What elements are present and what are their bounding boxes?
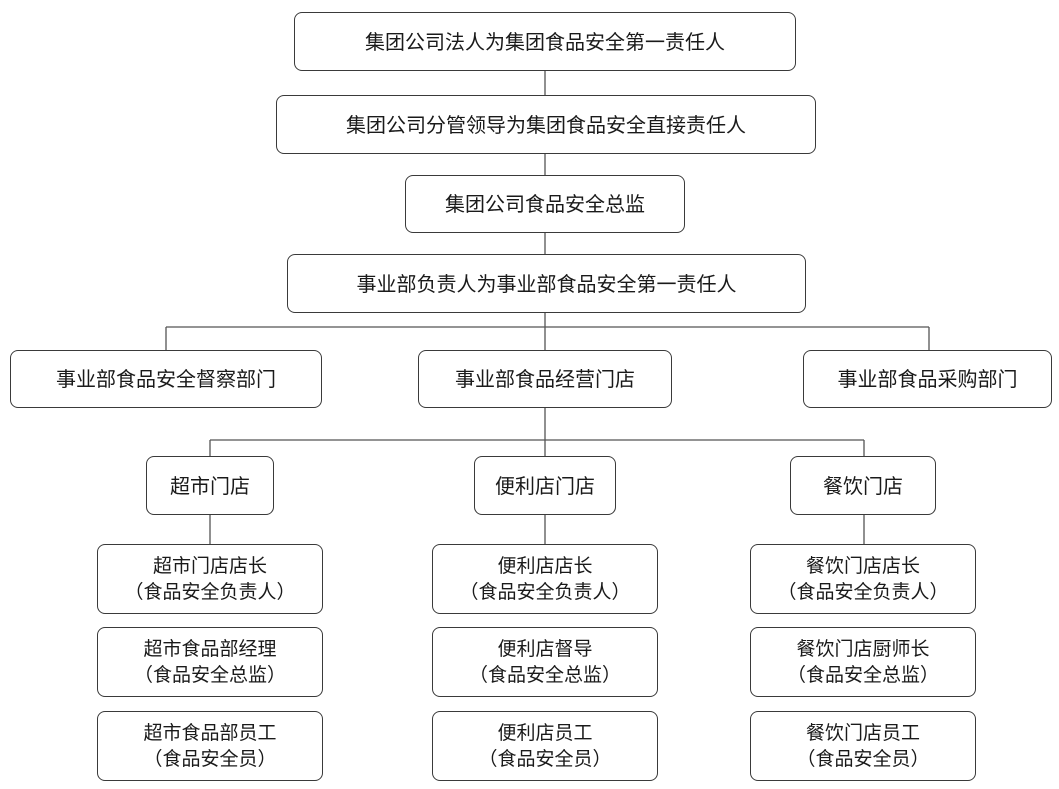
catering-store-box: 餐饮门店 bbox=[790, 456, 936, 515]
group-legal-rep-label: 集团公司法人为集团食品安全第一责任人 bbox=[365, 29, 725, 54]
supermarket-manager-box: 超市门店店长 （食品安全负责人） bbox=[97, 544, 323, 614]
purchasing-dept-box: 事业部食品采购部门 bbox=[803, 350, 1052, 408]
role-title: 超市门店店长 bbox=[152, 555, 267, 577]
role-title: 便利店店长 bbox=[497, 555, 593, 577]
supermarket-food-dept-staff-box: 超市食品部员工 （食品安全员） bbox=[97, 711, 323, 781]
role-responsibility: （食品安全负责人） bbox=[124, 581, 296, 603]
role-title: 便利店员工 bbox=[497, 722, 593, 744]
supermarket-store-box: 超市门店 bbox=[146, 456, 274, 515]
supermarket-food-dept-manager-box: 超市食品部经理 （食品安全总监） bbox=[97, 627, 323, 697]
catering-store-label: 餐饮门店 bbox=[823, 473, 903, 498]
convenience-store-label: 便利店门店 bbox=[495, 473, 595, 498]
role-title: 超市食品部经理 bbox=[143, 638, 277, 660]
catering-head-chef-box: 餐饮门店厨师长 （食品安全总监） bbox=[750, 627, 976, 697]
convenience-manager-box: 便利店店长 （食品安全负责人） bbox=[432, 544, 658, 614]
role-title: 超市食品部员工 bbox=[143, 722, 277, 744]
supermarket-store-label: 超市门店 bbox=[170, 473, 250, 498]
supervision-dept-label: 事业部食品安全督察部门 bbox=[56, 367, 276, 391]
convenience-supervisor-box: 便利店督导 （食品安全总监） bbox=[432, 627, 658, 697]
role-responsibility: （食品安全总监） bbox=[468, 664, 621, 686]
group-legal-rep-box: 集团公司法人为集团食品安全第一责任人 bbox=[294, 12, 796, 71]
catering-manager-box: 餐饮门店店长 （食品安全负责人） bbox=[750, 544, 976, 614]
convenience-store-box: 便利店门店 bbox=[474, 456, 616, 515]
role-title: 餐饮门店员工 bbox=[805, 722, 920, 744]
purchasing-dept-label: 事业部食品采购部门 bbox=[837, 367, 1018, 391]
role-title: 便利店督导 bbox=[497, 638, 593, 660]
catering-staff-box: 餐饮门店员工 （食品安全员） bbox=[750, 711, 976, 781]
role-responsibility: （食品安全负责人） bbox=[777, 581, 949, 603]
role-responsibility: （食品安全总监） bbox=[786, 664, 939, 686]
role-title: 餐饮门店店长 bbox=[805, 555, 920, 577]
convenience-staff-box: 便利店员工 （食品安全员） bbox=[432, 711, 658, 781]
stores-dept-label: 事业部食品经营门店 bbox=[455, 367, 635, 391]
role-responsibility: （食品安全员） bbox=[796, 748, 930, 770]
role-responsibility: （食品安全员） bbox=[478, 748, 612, 770]
supervision-dept-box: 事业部食品安全督察部门 bbox=[10, 350, 322, 408]
role-responsibility: （食品安全负责人） bbox=[459, 581, 631, 603]
division-head-label: 事业部负责人为事业部食品安全第一责任人 bbox=[356, 271, 737, 296]
division-head-box: 事业部负责人为事业部食品安全第一责任人 bbox=[287, 254, 806, 313]
group-food-safety-director-box: 集团公司食品安全总监 bbox=[405, 175, 685, 233]
role-responsibility: （食品安全员） bbox=[143, 748, 277, 770]
role-title: 餐饮门店厨师长 bbox=[796, 638, 930, 660]
group-food-safety-director-label: 集团公司食品安全总监 bbox=[445, 192, 645, 216]
role-responsibility: （食品安全总监） bbox=[133, 664, 286, 686]
stores-dept-box: 事业部食品经营门店 bbox=[418, 350, 672, 408]
group-deputy-leader-label: 集团公司分管领导为集团食品安全直接责任人 bbox=[346, 112, 746, 137]
group-deputy-leader-box: 集团公司分管领导为集团食品安全直接责任人 bbox=[276, 95, 816, 154]
